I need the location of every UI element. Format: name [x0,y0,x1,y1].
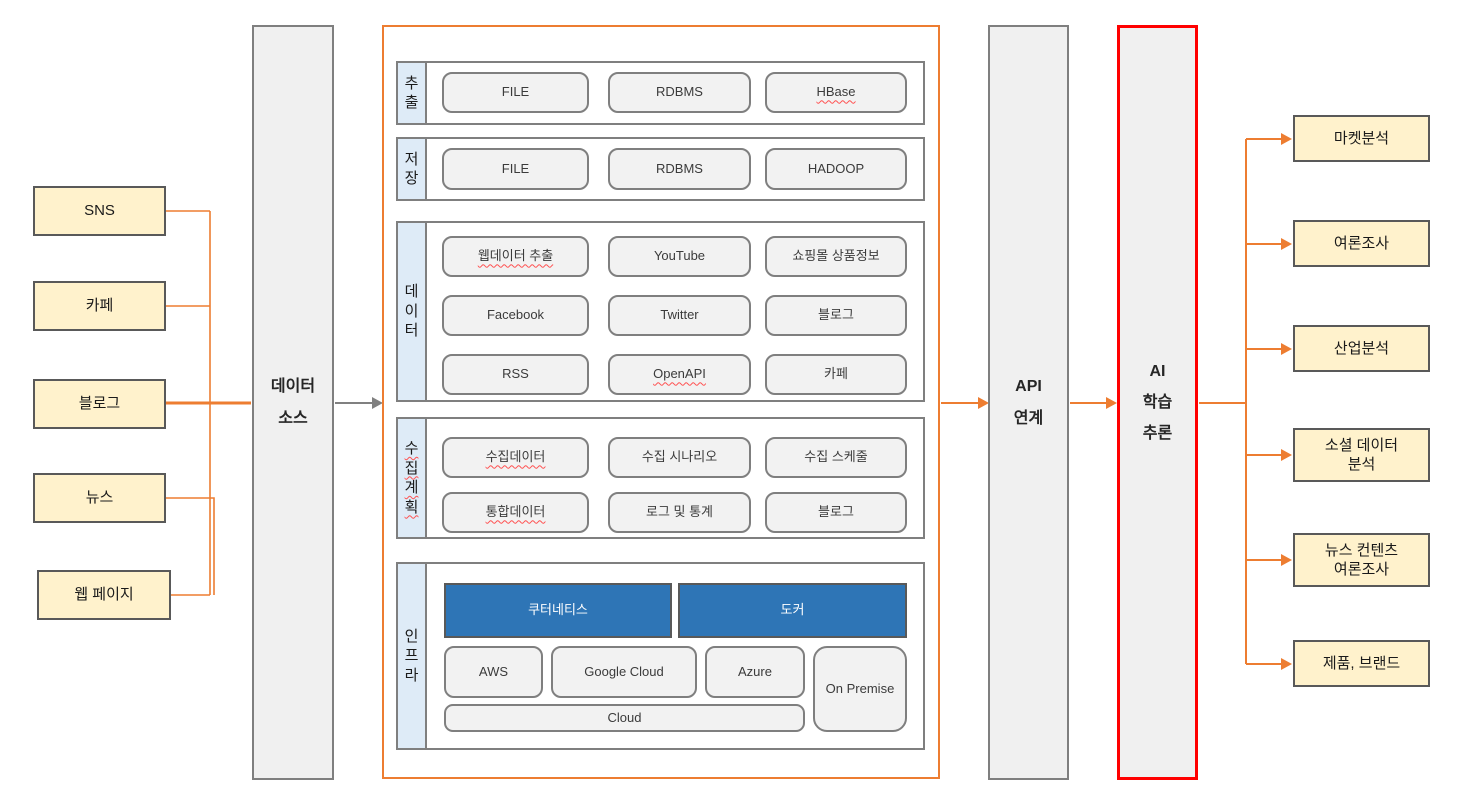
output-box: 마켓분석 [1293,115,1430,162]
connector-news [166,497,215,595]
output-box: 여론조사 [1293,220,1430,267]
pipeline-item: RDBMS [608,148,751,190]
platform-item: 쿠터네티스 [444,583,672,638]
pipeline-item: Twitter [608,295,751,336]
input-source-box: SNS [33,186,166,236]
data-source-column: 데이터 소스 [252,25,334,780]
pipeline-item: HADOOP [765,148,907,190]
pipeline-row-label-cell: 데이터 [396,221,427,402]
pipeline-item: Facebook [442,295,589,336]
cloud-item: AWS [444,646,543,698]
api-link-column: API 연계 [988,25,1069,780]
cloud-item: Google Cloud [551,646,697,698]
pipeline-item: HBase [765,72,907,113]
pipeline-row-label: 추출 [404,74,419,112]
input-source-box: 카페 [33,281,166,331]
pipeline-item: 수집데이터 [442,437,589,478]
pipeline-row-label: 인프라 [404,627,419,684]
pipeline-row-label: 데이터 [404,283,419,340]
platform-item: 도커 [678,583,907,638]
pipeline-item: RDBMS [608,72,751,113]
cloud-item: On Premise [813,646,907,732]
pipeline-frame [382,25,940,779]
pipeline-row-label-cell: 인프라 [396,562,427,750]
pipeline-item: 수집 스케줄 [765,437,907,478]
pipeline-item: YouTube [608,236,751,277]
pipeline-item: FILE [442,72,589,113]
ai-learning-inference-column: AI 학습 추론 [1117,25,1198,780]
pipeline-row-label-cell: 저장 [396,137,427,201]
pipeline-row-label-cell: 수집계획 [396,417,427,539]
pipeline-item: RSS [442,354,589,395]
pipeline-item: 블로그 [765,295,907,336]
source-connector-lines [166,210,215,596]
output-box: 소셜 데이터 분석 [1293,428,1430,482]
pipeline-item: 통합데이터 [442,492,589,533]
output-arrowheads [1281,133,1292,670]
output-trunk-lines [1199,138,1281,665]
pipeline-item: 수집 시나리오 [608,437,751,478]
arrow-datasource-to-pipeline [335,397,383,409]
output-box: 제품, 브랜드 [1293,640,1430,687]
pipeline-item: 카페 [765,354,907,395]
pipeline-row-label: 수집계획 [404,440,419,516]
pipeline-item: 쇼핑몰 상품정보 [765,236,907,277]
cloud-item: Cloud [444,704,805,732]
output-box: 산업분석 [1293,325,1430,372]
pipeline-item: OpenAPI [608,354,751,395]
input-source-box: 웹 페이지 [37,570,171,620]
arrow-pipeline-to-api [941,397,989,409]
pipeline-row-label: 저장 [404,150,419,188]
pipeline-item: FILE [442,148,589,190]
arrow-api-to-ai [1070,397,1117,409]
cloud-item: Azure [705,646,805,698]
pipeline-item: 로그 및 통계 [608,492,751,533]
output-box: 뉴스 컨텐츠 여론조사 [1293,533,1430,587]
pipeline-item: 블로그 [765,492,907,533]
pipeline-row-label-cell: 추출 [396,61,427,125]
input-source-box: 블로그 [33,379,166,429]
pipeline-item: 웹데이터 추출 [442,236,589,277]
input-source-box: 뉴스 [33,473,166,523]
